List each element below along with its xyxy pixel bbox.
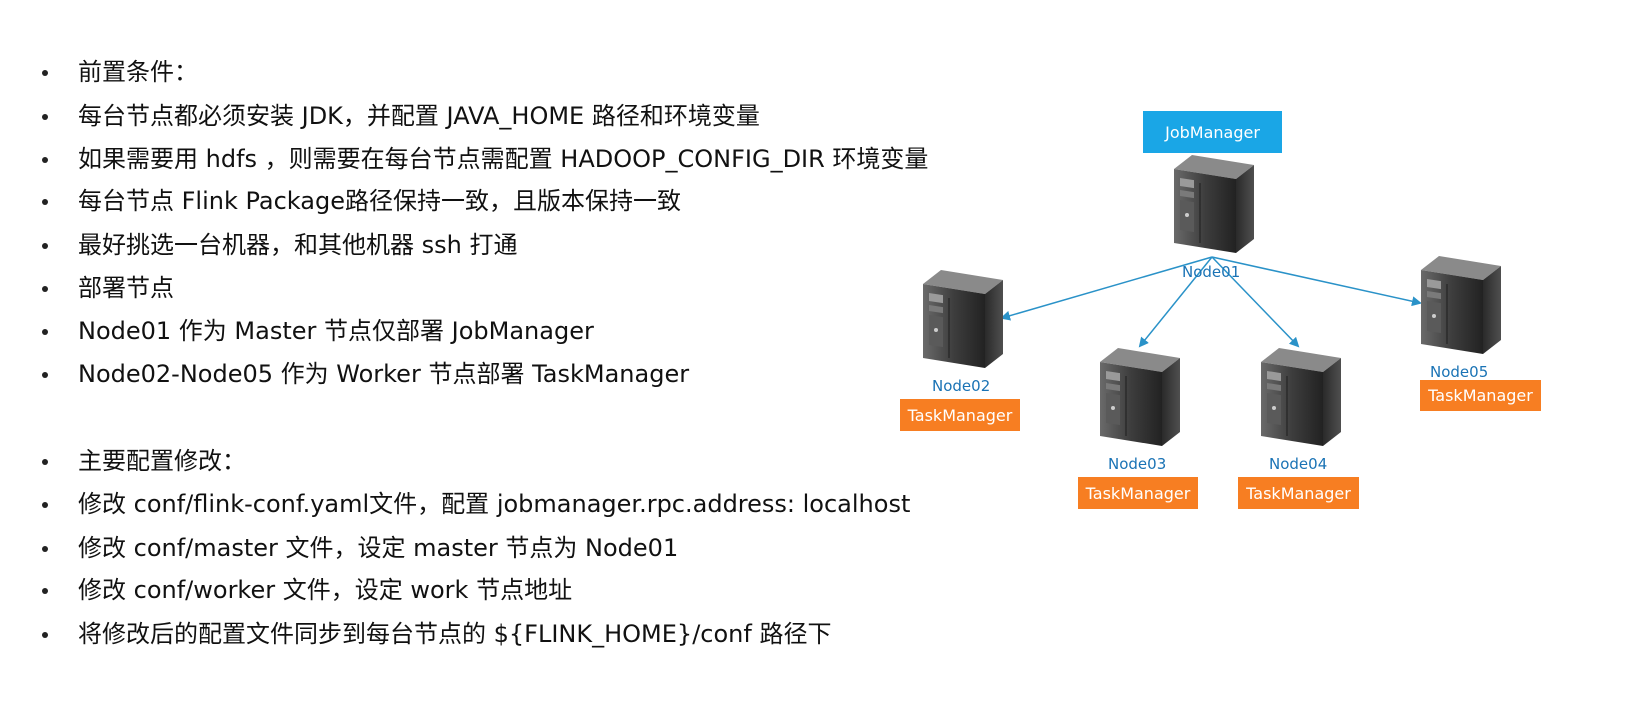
server-icon-node03 [1099,347,1181,447]
node-label-node02: Node02 [932,377,991,395]
bullet-dot [42,329,48,335]
server-icon-node04 [1260,347,1342,447]
bullet-text: 部署节点 [78,274,174,302]
bullet-dot [42,199,48,205]
node-label-node05: Node05 [1430,363,1489,381]
server-icon-node05 [1420,255,1502,355]
arrow-node01-node04 [1211,256,1300,348]
bullet-text: 主要配置修改： [78,447,246,475]
bullet-text: 修改 conf/worker 文件，设定 work 节点地址 [78,576,573,604]
bullet-dot [42,372,48,378]
bullet-dot [42,157,48,163]
arrow-node01-node05 [1211,256,1422,307]
bullet-dot [42,502,48,508]
bullet-text: 修改 conf/master 文件，设定 master 节点为 Node01 [78,534,679,562]
bullet-text: 每台节点 Flink Package路径保持一致，且版本保持一致 [78,187,681,215]
node-label-node04: Node04 [1269,455,1328,473]
taskmanager-label-node04: TaskManager [1238,477,1359,509]
bullet-dot [42,632,48,638]
arrow-node01-node02 [1000,256,1213,321]
bullet-dot [42,588,48,594]
taskmanager-label-node05: TaskManager [1420,380,1541,411]
connection-arrows [1000,256,1422,348]
bullet-dot [42,459,48,465]
arrow-node01-node03 [1138,256,1213,348]
bullet-text: 每台节点都必须安装 JDK，并配置 JAVA_HOME 路径和环境变量 [78,102,760,130]
bullet-dot [42,114,48,120]
taskmanager-label-node02: TaskManager [900,399,1020,431]
node-label-node01: Node01 [1182,263,1241,281]
server-icon-node01 [1173,154,1255,254]
bullet-text: Node01 作为 Master 节点仅部署 JobManager [78,317,594,345]
bullet-text: 修改 conf/flink-conf.yaml文件，配置 jobmanager.… [78,490,911,518]
bullet-text: 前置条件： [78,58,198,86]
bullet-text: 最好挑选一台机器，和其他机器 ssh 打通 [78,231,518,259]
jobmanager-label: JobManager [1143,111,1282,153]
bullet-text: 如果需要用 hdfs ，则需要在每台节点需配置 HADOOP_CONFIG_DI… [78,145,929,173]
taskmanager-label-node03: TaskManager [1078,477,1198,509]
bullet-dot [42,70,48,76]
bullet-dot [42,286,48,292]
node-label-node03: Node03 [1108,455,1167,473]
bullet-dot [42,546,48,552]
bullet-text: 将修改后的配置文件同步到每台节点的 ${FLINK_HOME}/conf 路径下 [78,620,832,648]
bullet-text: Node02-Node05 作为 Worker 节点部署 TaskManager [78,360,690,388]
bullet-dot [42,243,48,249]
server-icon-node02 [922,269,1004,369]
